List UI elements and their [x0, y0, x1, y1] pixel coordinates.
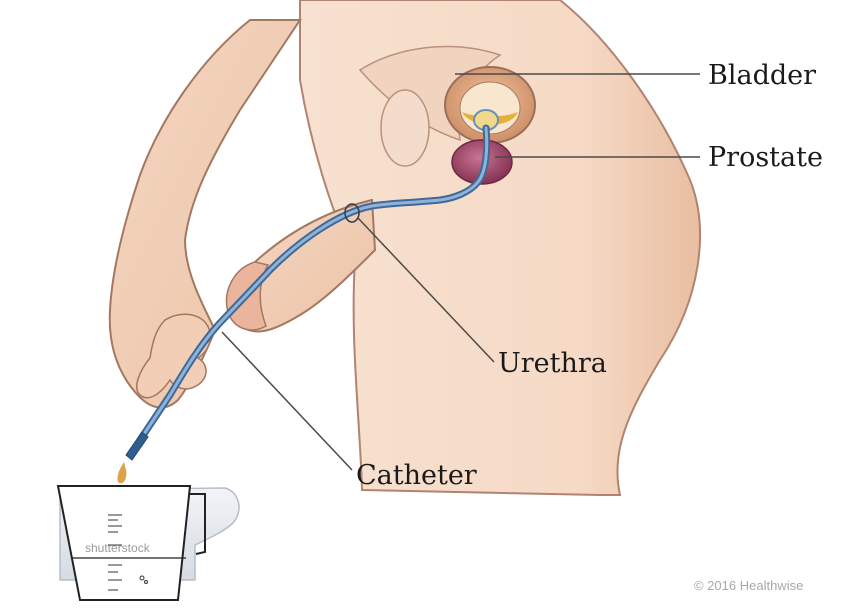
label-urethra: Urethra [498, 348, 607, 379]
catheter-leader [222, 332, 352, 470]
thigh-bone-shadow [381, 90, 429, 166]
label-catheter: Catheter [356, 460, 477, 491]
catheter-tip [126, 432, 148, 460]
urine-drip [117, 462, 126, 483]
copyright-credit: © 2016 Healthwise [694, 578, 803, 593]
label-prostate: Prostate [708, 142, 823, 173]
watermark: shutterstock [85, 541, 151, 555]
label-bladder: Bladder [708, 60, 816, 91]
